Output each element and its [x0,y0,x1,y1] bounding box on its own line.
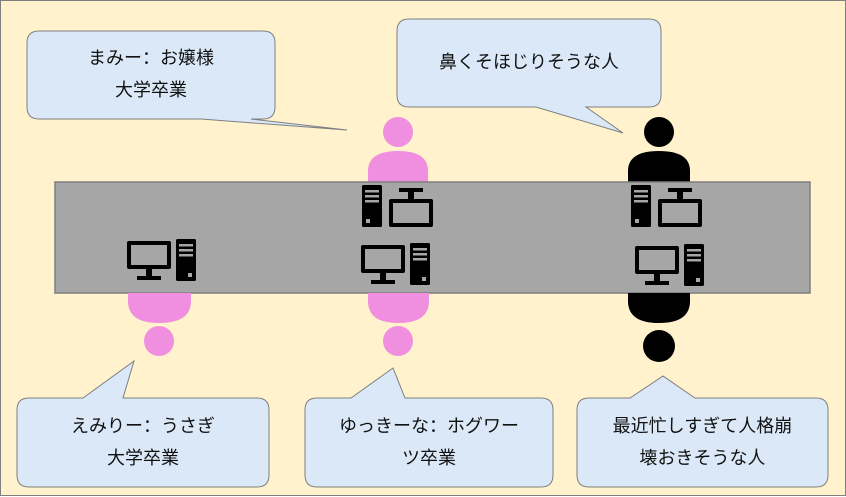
bubble-busy-line1: 最近忙しすぎて人格崩 [612,415,793,437]
bubble-hana [396,18,662,134]
bubble-hana-text: 鼻くそほじりそうな人 [398,20,660,106]
bubble-yukkina-line2: ツ卒業 [402,447,456,469]
bubble-emiri-text: えみりー：うさぎ 大学卒業 [18,399,268,486]
bubble-mami [26,30,348,131]
bubble-emiri-line1: えみりー：うさぎ [71,415,215,437]
person-hana [628,117,690,183]
person-yukkina [368,293,429,356]
bubble-mami-line2: 大学卒業 [115,80,187,101]
person-busy [628,293,690,362]
bubble-busy-line2: 壊おきそうな人 [639,447,766,469]
bubble-yukkina-text: ゆっきーな：ホグワー ツ卒業 [306,399,552,486]
bubble-mami-line1: まみー：お嬢様 [88,48,214,69]
bubble-yukkina-line1: ゆっきーな：ホグワー [339,415,519,437]
person-emiri [128,293,191,356]
bubble-emiri-line2: 大学卒業 [107,447,179,469]
bubble-busy-text: 最近忙しすぎて人格崩 壊おきそうな人 [578,399,827,486]
bubble-hana-line1: 鼻くそほじりそうな人 [439,52,619,73]
bubble-mami-text: まみー：お嬢様 大学卒業 [28,32,274,118]
bubble-busy [576,375,829,488]
bubble-emiri [16,359,270,488]
bubble-yukkina [304,367,554,488]
person-mami [368,117,428,183]
